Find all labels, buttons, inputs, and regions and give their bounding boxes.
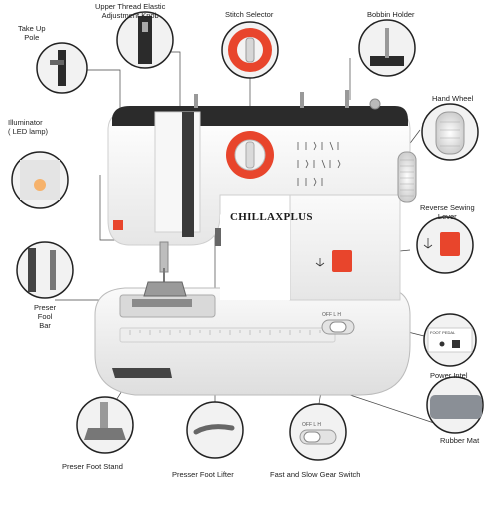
feed-dogs — [132, 299, 192, 307]
callout-presser-foot-bar — [16, 241, 74, 299]
label-reverse-lever: Reverse Sewing Lever — [420, 203, 475, 221]
callout-upper-thread-knob — [116, 11, 174, 69]
switch-off-label-inset: OFF — [302, 422, 312, 428]
label-hand-wheel: Hand Wheel — [432, 94, 474, 103]
front-storage-slot — [112, 368, 172, 378]
label-take-up-pole: Take Up Pole — [18, 24, 46, 42]
stitch-pattern-chart — [297, 141, 341, 187]
reverse-arrow-icon — [315, 258, 325, 267]
switch-off-label: OFF — [322, 312, 332, 318]
brand-name: CHILLAXPLUS — [230, 211, 313, 223]
label-power-inlet: Power Intel — [430, 371, 468, 380]
callout-take-up-pole — [36, 42, 88, 94]
callout-bobbin-holder — [358, 19, 416, 77]
switch-marking-inset: OFF L H — [302, 422, 321, 428]
switch-l-label: L — [333, 312, 336, 318]
spool-pin — [300, 92, 304, 108]
presser-foot — [143, 281, 187, 297]
speed-switch-knob[interactable] — [329, 321, 347, 333]
label-presser-foot-lifter: Presser Foot Lifter — [172, 470, 234, 479]
power-panel-label: FOOT PEDAL — [430, 330, 456, 335]
stitch-selector-grip — [245, 141, 255, 169]
label-bobbin-holder: Bobbin Holder — [367, 10, 415, 19]
callout-reverse-lever — [416, 216, 474, 274]
callout-illuminator — [11, 151, 69, 209]
needle-bar — [159, 241, 169, 273]
switch-h-label: H — [337, 312, 342, 318]
callout-rubber-mat — [426, 376, 484, 434]
label-speed-switch: Fast and Slow Gear Switch — [270, 470, 361, 479]
callout-speed-switch — [289, 403, 347, 461]
callout-stitch-selector — [221, 21, 279, 79]
presser-foot-lifter[interactable] — [215, 228, 221, 246]
callout-presser-foot-lifter — [186, 401, 244, 459]
label-presser-foot-bar: Preser Fool Bar — [34, 303, 57, 330]
hand-wheel-grip — [400, 159, 414, 197]
measuring-ruler — [119, 327, 336, 343]
hand-wheel[interactable] — [397, 151, 417, 203]
machine-arch — [220, 198, 290, 300]
bobbin-winder-knob[interactable] — [369, 98, 381, 110]
label-rubber-mat: Rubber Mat — [440, 436, 480, 445]
thread-guide-accent — [113, 220, 123, 230]
ruler-ticks — [129, 330, 321, 335]
needle — [163, 268, 165, 286]
switch-marking: OFF L H — [322, 312, 341, 318]
callout-hand-wheel — [421, 103, 479, 161]
label-illuminator: Illuminator ( LED lamp) — [8, 118, 49, 136]
switch-l-label-inset: L — [313, 422, 316, 428]
label-upper-thread-knob: Upper Thread Elastic Adjustment Knob — [95, 2, 166, 20]
callout-presser-foot-stand — [76, 396, 134, 454]
thread-channel — [182, 112, 194, 237]
bobbin-winder-pin — [345, 90, 349, 108]
callout-power-inlet — [423, 313, 477, 367]
take-up-pole-pin — [194, 94, 198, 108]
label-presser-foot-stand: Preser Foot Stand — [62, 462, 123, 471]
switch-h-label-inset: H — [317, 422, 322, 428]
label-stitch-selector: Stitch Selector — [225, 10, 274, 19]
reverse-lever[interactable] — [332, 250, 352, 272]
